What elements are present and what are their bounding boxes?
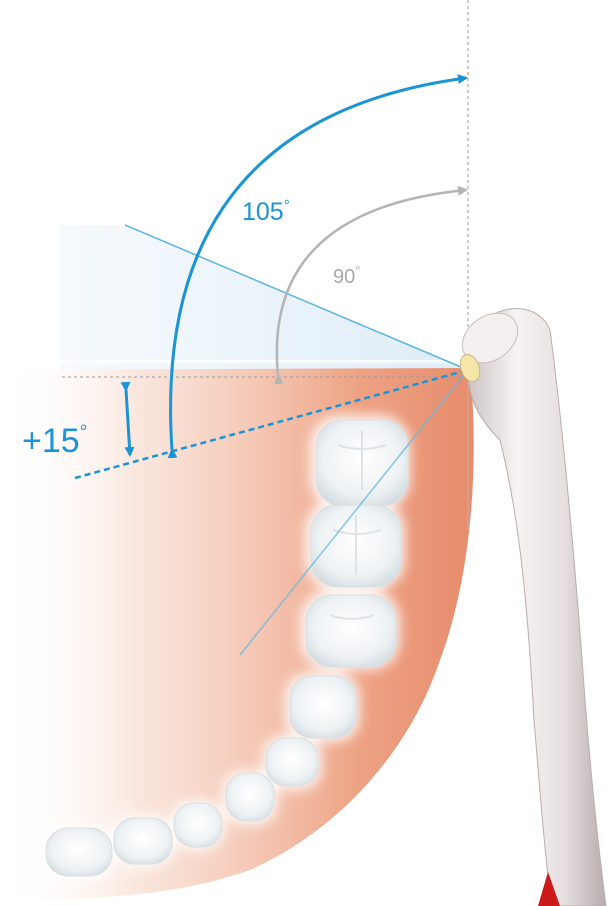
tooth-premolar-1 xyxy=(290,676,356,738)
light-wedge xyxy=(60,225,468,370)
tooth-incisor-1 xyxy=(174,803,222,847)
tooth-incisor-2 xyxy=(114,818,172,864)
tooth-canine xyxy=(226,773,274,821)
tooth-incisor-3 xyxy=(46,828,112,876)
tooth-premolar-2 xyxy=(266,738,318,786)
label-90: 90° xyxy=(333,263,360,288)
curing-light-device xyxy=(453,303,606,906)
label-105: 105° xyxy=(242,197,290,226)
tooth-molar-3 xyxy=(306,595,396,667)
gum-top-fade xyxy=(0,360,480,420)
label-15: +15° xyxy=(22,422,87,460)
